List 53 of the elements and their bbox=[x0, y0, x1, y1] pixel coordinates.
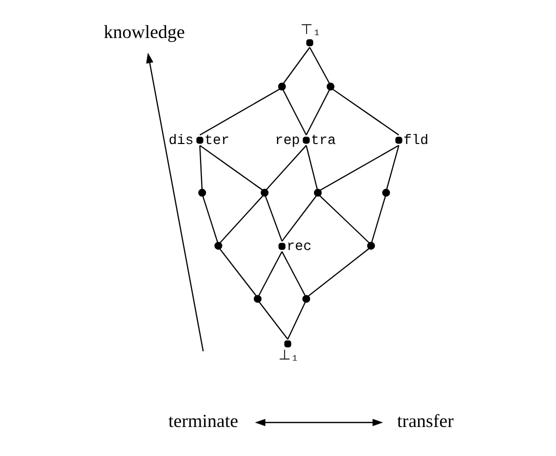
node-circle bbox=[313, 188, 322, 197]
connector bbox=[265, 145, 306, 190]
connector bbox=[308, 248, 369, 296]
node-label: rec bbox=[286, 238, 312, 255]
node-label: fld bbox=[402, 132, 428, 149]
node-circle bbox=[366, 242, 374, 250]
connector bbox=[282, 90, 306, 136]
connector bbox=[319, 144, 399, 191]
connector bbox=[386, 145, 399, 190]
connector bbox=[332, 88, 399, 136]
node-label: dis bbox=[168, 132, 194, 149]
node-circle bbox=[278, 82, 286, 90]
connector bbox=[199, 88, 280, 136]
node-circle bbox=[326, 82, 334, 90]
connector bbox=[308, 47, 330, 84]
node-circle bbox=[382, 188, 390, 197]
node-circle bbox=[306, 39, 313, 46]
connector bbox=[281, 196, 316, 242]
arrow bbox=[254, 418, 382, 426]
node-label: ⊤₁ bbox=[300, 23, 320, 40]
connector bbox=[199, 144, 262, 190]
node-label: ⊥₁ bbox=[278, 348, 298, 365]
connector bbox=[305, 90, 330, 136]
node-circle bbox=[214, 242, 222, 250]
node-text: terminate bbox=[168, 412, 238, 432]
connector bbox=[318, 195, 370, 244]
connector bbox=[202, 196, 218, 243]
connector bbox=[219, 248, 256, 296]
node-circle bbox=[394, 136, 402, 144]
connector bbox=[258, 302, 288, 340]
connector bbox=[219, 196, 263, 243]
connector bbox=[286, 302, 306, 340]
connector bbox=[280, 251, 305, 296]
node-circle bbox=[198, 188, 206, 197]
node-text: transfer bbox=[396, 412, 454, 432]
connector bbox=[305, 145, 318, 190]
connector bbox=[282, 47, 310, 84]
node-label: rep bbox=[274, 132, 300, 149]
node-circle bbox=[302, 294, 310, 303]
arrow bbox=[146, 52, 204, 352]
node-label: tra bbox=[310, 132, 336, 149]
node-circle bbox=[196, 136, 203, 144]
connector bbox=[198, 145, 202, 190]
node-label: ter bbox=[204, 132, 229, 149]
node-circle bbox=[278, 242, 285, 250]
node-circle bbox=[260, 188, 268, 197]
node-text: knowledge bbox=[103, 22, 184, 43]
connector bbox=[258, 251, 282, 296]
node-circle bbox=[253, 294, 262, 303]
connector bbox=[370, 196, 386, 243]
connector bbox=[264, 196, 282, 242]
node-circle bbox=[284, 340, 291, 348]
node-circle bbox=[302, 136, 310, 144]
